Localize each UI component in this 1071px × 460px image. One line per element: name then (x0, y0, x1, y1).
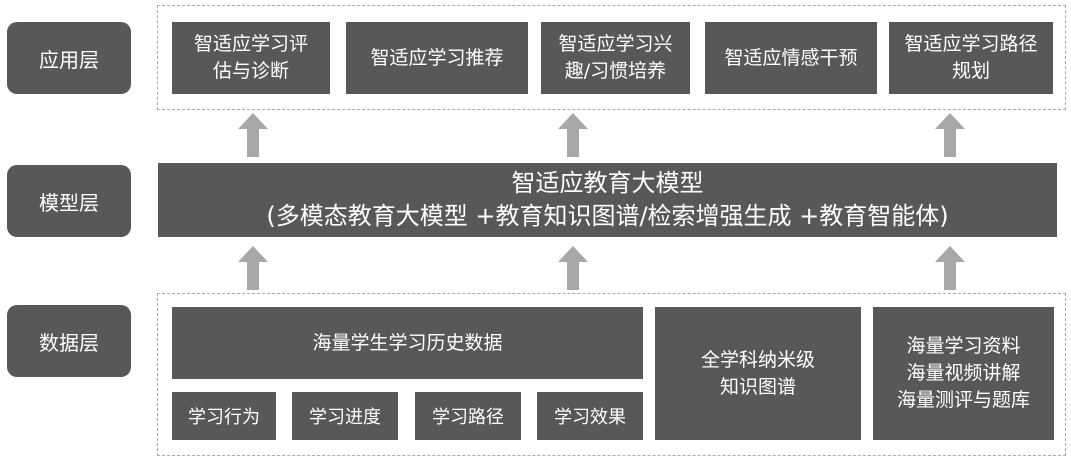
up-arrow-icon (935, 113, 965, 157)
up-arrow-icon (238, 246, 268, 290)
model-subtitle: (多模态教育大模型 +教育知识图谱/检索增强生成 +教育智能体) (266, 202, 949, 230)
up-arrow-icon (558, 246, 588, 290)
model-box: 智适应教育大模型 (多模态教育大模型 +教育知识图谱/检索增强生成 +教育智能体… (158, 163, 1057, 237)
data-layer-frame (157, 293, 1066, 456)
model-layer-label: 模型层 (7, 165, 131, 237)
app-box-recommendation: 智适应学习推荐 (346, 22, 528, 94)
application-layer-frame (157, 5, 1066, 110)
history-item-progress: 学习进度 (292, 392, 398, 440)
app-box-assessment: 智适应学习评估与诊断 (172, 22, 330, 94)
app-box-emotion: 智适应情感干预 (705, 22, 877, 94)
knowledge-graph-box: 全学科纳米级知识图谱 (655, 307, 861, 440)
history-data-box: 海量学生学习历史数据 (172, 307, 643, 379)
resources-box: 海量学习资料海量视频讲解海量测评与题库 (873, 307, 1054, 440)
up-arrow-icon (935, 246, 965, 290)
app-box-interest-habit: 智适应学习兴趣/习惯培养 (541, 22, 690, 94)
history-item-effect: 学习效果 (537, 392, 643, 440)
up-arrow-icon (558, 113, 588, 157)
history-item-behavior: 学习行为 (172, 392, 276, 440)
history-item-path: 学习路径 (415, 392, 521, 440)
model-title: 智适应教育大模型 (511, 169, 704, 197)
data-layer-label: 数据层 (7, 305, 131, 377)
app-box-path-planning: 智适应学习路径规划 (889, 22, 1053, 94)
application-layer-label: 应用层 (7, 22, 131, 94)
up-arrow-icon (238, 113, 268, 157)
